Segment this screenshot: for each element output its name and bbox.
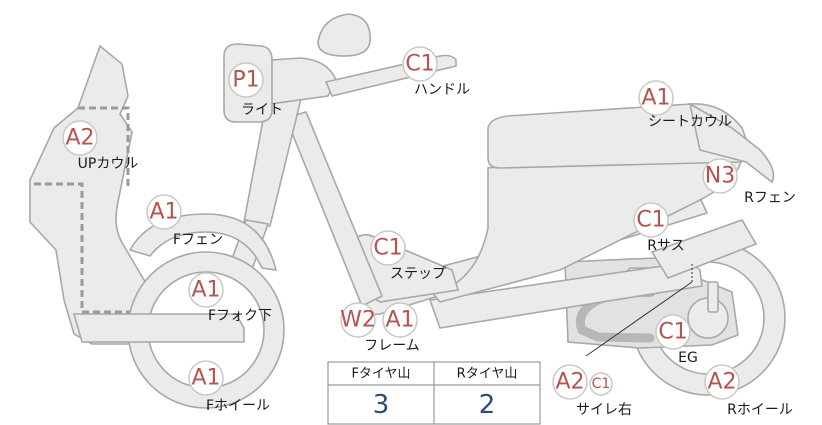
badge-handle: C1 ハンドル bbox=[402, 46, 470, 98]
badge-muffler-right-code: A2 bbox=[555, 370, 584, 395]
upper-cowl-shape bbox=[29, 44, 253, 345]
badge-engine: C1 EG bbox=[655, 314, 698, 366]
label-seat-cowl: シートカウル bbox=[648, 114, 732, 130]
label-f-wheel: Fホイール bbox=[206, 398, 270, 414]
badge-handle-code: C1 bbox=[405, 52, 434, 77]
badge-frame-code2: A1 bbox=[385, 308, 414, 333]
badge-light: P1 ライト bbox=[228, 62, 283, 118]
mirror-shape bbox=[317, 13, 371, 57]
badge-f-fender: A1 Fフェン bbox=[146, 194, 223, 248]
lower-cowl-shape bbox=[72, 313, 245, 343]
tread-header-front: Fタイヤ山 bbox=[351, 367, 410, 382]
badge-seat-cowl-code: A1 bbox=[641, 86, 670, 111]
badge-step: C1 ステップ bbox=[370, 230, 446, 282]
tread-header-rear: Rタイヤ山 bbox=[457, 367, 518, 382]
badge-r-wheel: A2 Rホイール bbox=[704, 364, 793, 418]
badge-f-fork-lower-code: A1 bbox=[191, 278, 220, 303]
badge-muffler-right: A2 C1 サイレ右 bbox=[552, 364, 632, 418]
scooter-illustration bbox=[29, 13, 786, 409]
label-r-fender: Rフェン bbox=[744, 190, 796, 206]
badge-f-fork-lower: A1 Fフォク下 bbox=[188, 272, 272, 324]
label-light: ライト bbox=[241, 102, 283, 118]
badge-light-code: P1 bbox=[232, 68, 259, 93]
tread-table: Fタイヤ山 Rタイヤ山 3 2 bbox=[327, 361, 541, 425]
label-r-wheel: Rホイール bbox=[727, 402, 793, 418]
label-f-fender: Fフェン bbox=[173, 232, 223, 248]
label-engine: EG bbox=[678, 350, 698, 366]
badge-up-cowl: A2 UPカウル bbox=[62, 120, 139, 172]
badge-frame-code: W2 bbox=[340, 308, 376, 333]
label-r-suspension: Rサス bbox=[647, 238, 684, 254]
rear-suspension-shape bbox=[650, 219, 758, 313]
badge-muffler-right-code2: C1 bbox=[592, 376, 611, 392]
label-frame: フレーム bbox=[364, 338, 420, 354]
badge-r-fender-code: N3 bbox=[705, 164, 735, 189]
badge-r-suspension-code: C1 bbox=[636, 208, 665, 233]
badge-engine-code: C1 bbox=[658, 320, 687, 345]
badge-up-cowl-code: A2 bbox=[65, 126, 94, 151]
label-step: ステップ bbox=[390, 266, 446, 282]
body-cowl-shape bbox=[428, 139, 743, 303]
tread-value-rear: 2 bbox=[479, 390, 496, 420]
badge-f-wheel-code: A1 bbox=[191, 366, 220, 391]
swing-arm-shape bbox=[428, 261, 703, 329]
badge-r-wheel-code: A2 bbox=[707, 370, 736, 395]
badge-r-fender: N3 Rフェン bbox=[702, 158, 796, 206]
badge-f-fender-code: A1 bbox=[149, 200, 178, 225]
label-muffler-right: サイレ右 bbox=[576, 402, 632, 418]
tail-shape bbox=[688, 102, 775, 184]
label-handle: ハンドル bbox=[414, 82, 470, 98]
muffler-leader-line bbox=[585, 281, 693, 357]
label-f-fork-lower: Fフォク下 bbox=[208, 308, 272, 324]
tread-value-front: 3 bbox=[373, 390, 390, 420]
badge-step-code: C1 bbox=[373, 236, 402, 261]
badge-f-wheel: A1 Fホイール bbox=[188, 360, 270, 414]
label-up-cowl: UPカウル bbox=[78, 156, 139, 172]
badge-r-suspension: C1 Rサス bbox=[633, 202, 685, 254]
badge-frame: W2 A1 フレーム bbox=[340, 302, 420, 354]
badge-seat-cowl: A1 シートカウル bbox=[638, 80, 732, 130]
down-tube-shape bbox=[284, 111, 384, 308]
